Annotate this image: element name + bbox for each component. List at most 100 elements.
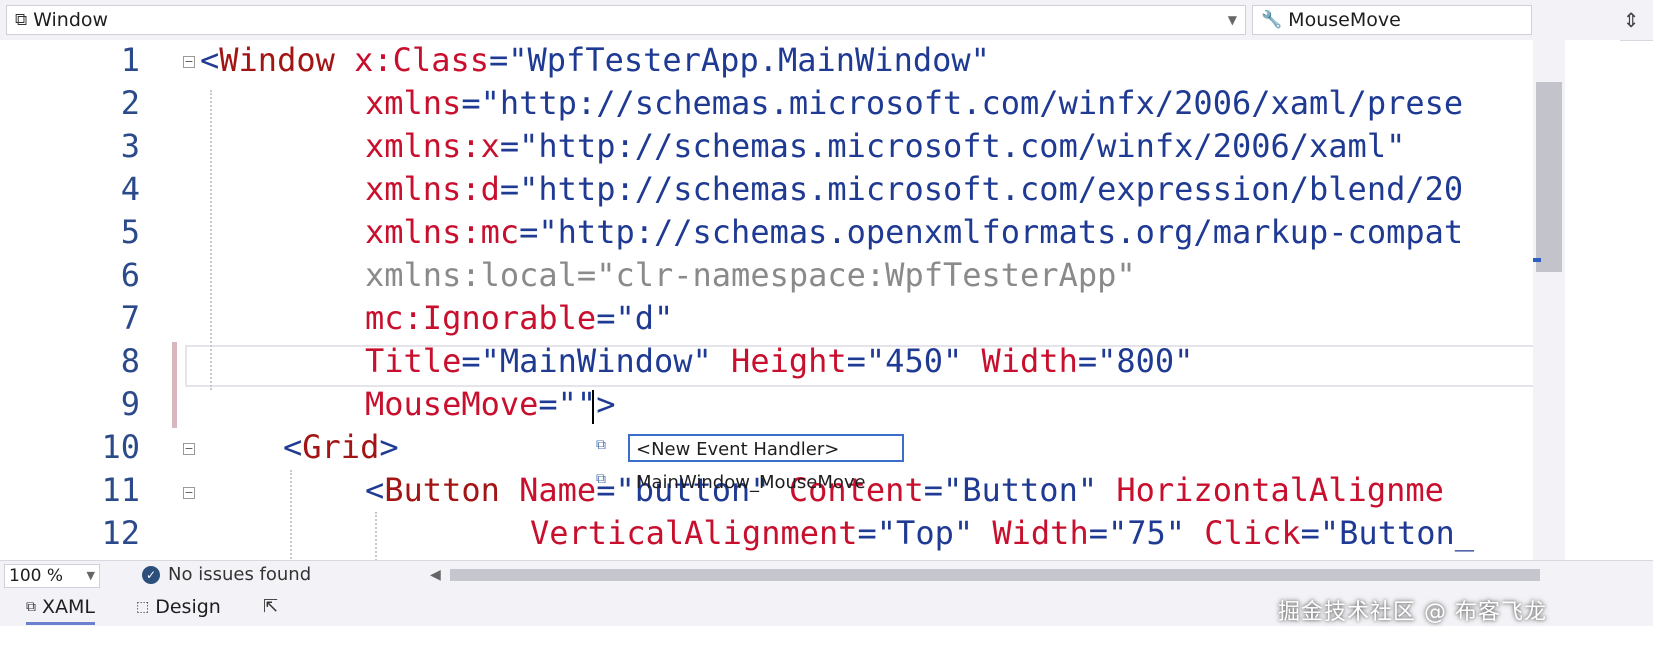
event-handler-icon: ⧉: [596, 437, 606, 453]
check-circle-icon: ✓: [142, 565, 160, 584]
code-token: "http://schemas.microsoft.com/winfx/2006…: [480, 84, 1464, 122]
completion-item-label: <New Event Handler>: [628, 434, 904, 462]
code-token: <: [200, 41, 220, 79]
code-token: [1097, 471, 1116, 509]
code-token: =: [499, 127, 520, 165]
code-token: Name: [519, 471, 597, 509]
code-token: [962, 342, 981, 380]
line-number: 8: [120, 342, 140, 380]
line-number: 3: [120, 127, 140, 165]
code-token: xmlns:x: [365, 127, 500, 165]
completion-item-mainwindow-mousemove[interactable]: ⧉ MainWindow_MouseMove: [592, 466, 912, 498]
tab-design[interactable]: ⬚ Design: [136, 592, 221, 622]
code-token: "d": [615, 299, 674, 337]
watermark: 掘金技术社区 @ 布客飞龙: [1278, 600, 1547, 625]
element-selector-dropdown[interactable]: ⧉ Window ▼: [6, 5, 1246, 35]
code-token: >: [379, 428, 399, 466]
fold-collapse-icon[interactable]: −: [183, 486, 195, 499]
fold-collapse-icon[interactable]: −: [183, 442, 195, 455]
code-token: "Top": [876, 514, 974, 552]
line-number: 10: [101, 428, 140, 466]
code-token: mc:Ignorable: [365, 299, 597, 337]
fold-collapse-icon[interactable]: −: [183, 55, 195, 68]
scroll-left-icon[interactable]: ◀: [430, 567, 441, 583]
code-token: xmlns:local="clr-namespace:WpfTesterApp": [365, 256, 1136, 294]
code-token: "Button": [942, 471, 1098, 509]
xaml-code-editor[interactable]: − − − 1<Window x:Class="WpfTesterApp.Mai…: [0, 40, 1620, 588]
zoom-value: 100 %: [9, 566, 64, 586]
zoom-dropdown[interactable]: 100 % ▼: [4, 564, 100, 588]
code-token: [500, 471, 519, 509]
code-token: [712, 342, 731, 380]
intellisense-popup: ⧉ <New Event Handler> ⧉ MainWindow_Mouse…: [592, 430, 912, 498]
code-token: [335, 41, 354, 79]
code-token: =: [519, 213, 539, 251]
code-token: =: [499, 170, 520, 208]
code-line: <Button Name="button" Content="Button" H…: [365, 468, 1444, 512]
member-selector-label: MouseMove: [1288, 9, 1401, 31]
line-number: 9: [120, 385, 140, 423]
line-number: 6: [120, 256, 140, 294]
code-token: [973, 514, 992, 552]
indent-guide: [290, 470, 292, 588]
code-token: =: [461, 342, 481, 380]
completion-item-new-event-handler[interactable]: ⧉ <New Event Handler>: [592, 432, 912, 464]
code-line: <Grid>: [283, 425, 399, 469]
code-line: Title="MainWindow" Height="450" Width="8…: [365, 339, 1193, 383]
code-line: xmlns="http://schemas.microsoft.com/winf…: [365, 81, 1463, 125]
code-token: =: [846, 342, 866, 380]
code-line: MouseMove="">: [365, 382, 615, 426]
xaml-element-icon: ⧉: [15, 10, 28, 30]
line-number: 12: [101, 514, 140, 552]
indent-guide: [375, 512, 377, 588]
code-token: Width: [992, 514, 1089, 552]
split-view-icon[interactable]: ⇕: [1622, 8, 1640, 32]
code-token: "75": [1107, 514, 1186, 552]
code-token: x:Class: [354, 41, 489, 79]
completion-item-label: MainWindow_MouseMove: [636, 471, 866, 493]
code-line: xmlns:local="clr-namespace:WpfTesterApp": [365, 253, 1136, 297]
chevron-down-icon: ▼: [86, 569, 95, 582]
code-token: "450": [865, 342, 963, 380]
element-selector-label: Window: [33, 9, 109, 31]
tab-xaml[interactable]: ⧉ XAML: [26, 592, 95, 625]
code-token: "WpfTesterApp.MainWindow": [508, 41, 990, 79]
vertical-scrollbar-thumb[interactable]: [1536, 82, 1562, 272]
code-token: Window: [219, 41, 335, 79]
code-line: xmlns:x="http://schemas.microsoft.com/wi…: [365, 124, 1405, 168]
view-tab-bar: ⧉ XAML ⬚ Design ⇱: [0, 590, 1653, 626]
code-token: Title: [365, 342, 462, 380]
change-tracking-bar: [172, 342, 177, 428]
code-token: HorizontalAlignme: [1116, 471, 1444, 509]
code-token: =: [596, 471, 616, 509]
code-token: =: [1300, 514, 1320, 552]
code-token: xmlns: [365, 84, 462, 122]
code-line: VerticalAlignment="Top" Width="75" Click…: [530, 511, 1474, 555]
issues-label: No issues found: [168, 564, 312, 585]
scrollbar-caret-marker: [1533, 258, 1541, 262]
code-token: =: [923, 471, 943, 509]
popout-icon[interactable]: ⇱: [263, 596, 279, 617]
design-icon: ⬚: [136, 599, 150, 615]
code-token: xmlns:mc: [365, 213, 520, 251]
tab-design-label: Design: [155, 596, 221, 618]
code-token: "http://schemas.microsoft.com/winfx/2006…: [519, 127, 1406, 165]
code-token: Button: [384, 471, 500, 509]
code-token: VerticalAlignment: [530, 514, 858, 552]
code-token: >: [596, 385, 616, 423]
horizontal-scrollbar[interactable]: [450, 569, 1540, 581]
code-token: "http://schemas.openxmlformats.org/marku…: [538, 213, 1464, 251]
line-number: 4: [120, 170, 140, 208]
code-token: "button": [615, 471, 770, 509]
code-line: mc:Ignorable="d": [365, 296, 673, 340]
issues-indicator[interactable]: ✓ No issues found: [142, 564, 311, 585]
code-token: "800": [1097, 342, 1194, 380]
code-token: "": [557, 385, 597, 423]
line-number: 11: [101, 471, 140, 509]
member-selector-dropdown[interactable]: 🔧 MouseMove: [1252, 5, 1532, 35]
xaml-icon: ⧉: [26, 599, 36, 615]
code-token: Grid: [302, 428, 380, 466]
code-token: "MainWindow": [480, 342, 712, 380]
code-line: <Window x:Class="WpfTesterApp.MainWindow…: [200, 40, 990, 82]
code-token: =: [596, 299, 616, 337]
